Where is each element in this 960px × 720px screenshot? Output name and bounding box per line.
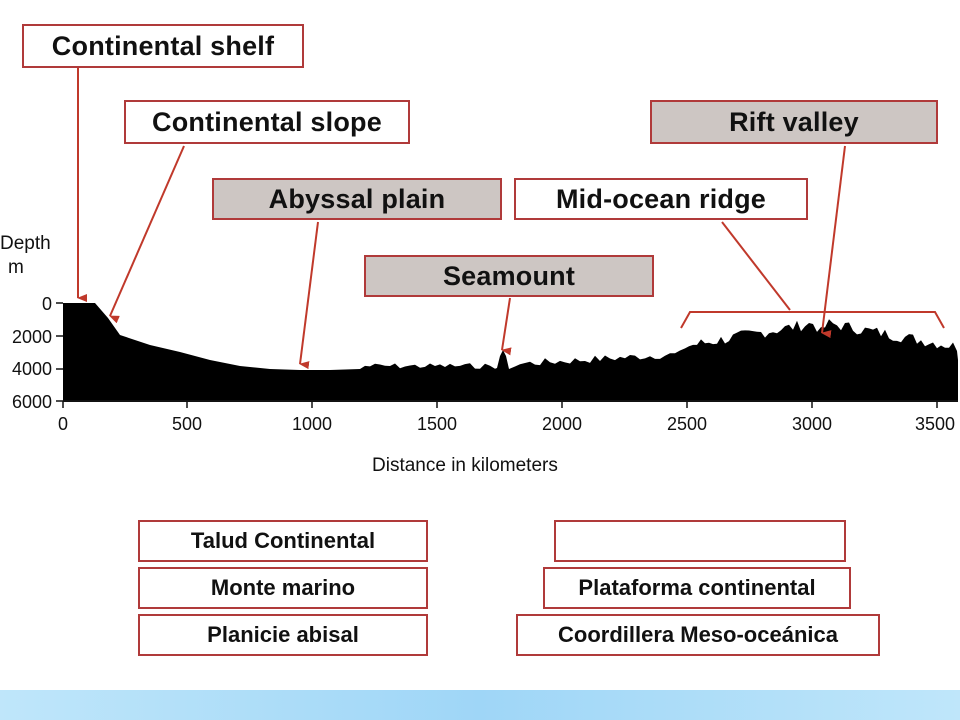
seamount-label: Seamount [364, 255, 654, 297]
x-tick-labels: 0 500 1000 1500 2000 2500 3000 3500 [58, 414, 955, 434]
x-ticks [62, 401, 938, 408]
seamount-arrow [501, 297, 512, 356]
y-tick-6000: 6000 [12, 392, 52, 412]
y-axis-title: Depth m [0, 232, 51, 280]
x-tick-500: 500 [172, 414, 202, 434]
answer-box-blank[interactable] [554, 520, 846, 562]
abyssal-plain-label: Abyssal plain [212, 178, 502, 220]
y-axis-title-line2: m [8, 257, 24, 278]
x-tick-0: 0 [58, 414, 68, 434]
y-tick-4000: 4000 [12, 359, 52, 379]
answer-box-talud-continental: Talud Continental [138, 520, 428, 562]
continental-shelf-label: Continental shelf [22, 24, 304, 68]
answer-box-coordillera-meso-oceanica: Coordillera Meso-oceánica [516, 614, 880, 656]
answer-box-planicie-abisal: Planicie abisal [138, 614, 428, 656]
y-tick-0: 0 [42, 294, 52, 314]
x-tick-3500: 3500 [915, 414, 955, 434]
y-tick-2000: 2000 [12, 327, 52, 347]
answer-box-plataforma-continental: Plataforma continental [543, 567, 851, 609]
rift-valley-label: Rift valley [650, 100, 938, 144]
mid-ocean-ridge-pointer [721, 221, 791, 311]
x-axis-title: Distance in kilometers [372, 455, 558, 476]
mid-ocean-ridge-bracket [680, 311, 945, 329]
y-ticks [56, 302, 63, 402]
x-tick-2000: 2000 [542, 414, 582, 434]
continental-slope-label: Continental slope [124, 100, 410, 144]
profile-silhouette [63, 303, 958, 401]
continental-slope-arrow [109, 145, 185, 324]
answer-box-monte-marino: Monte marino [138, 567, 428, 609]
y-axis-title-line1: Depth [0, 233, 51, 254]
x-tick-2500: 2500 [667, 414, 707, 434]
x-tick-1500: 1500 [417, 414, 457, 434]
slide-bottom-band [0, 690, 960, 720]
y-tick-labels: 0 2000 4000 6000 [12, 294, 52, 412]
abyssal-plain-arrow [299, 221, 319, 370]
rift-valley-arrow [821, 145, 846, 339]
mid-ocean-ridge-label: Mid-ocean ridge [514, 178, 808, 220]
x-tick-3000: 3000 [792, 414, 832, 434]
x-tick-1000: 1000 [292, 414, 332, 434]
